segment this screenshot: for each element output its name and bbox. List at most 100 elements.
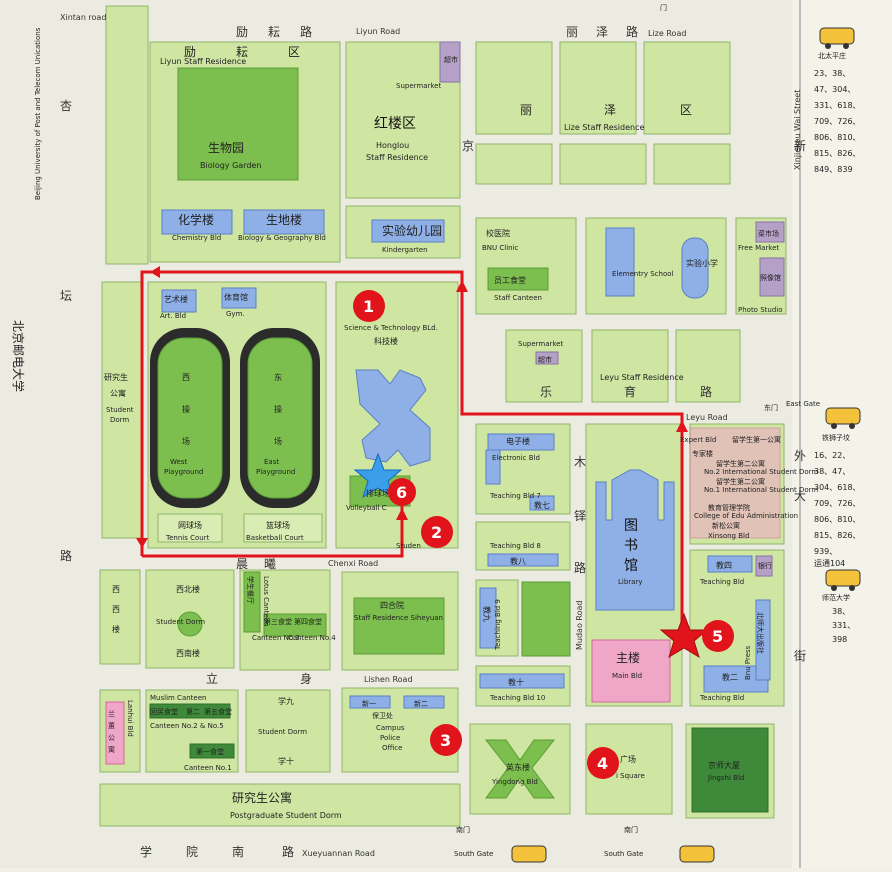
svg-text:外: 外 <box>794 449 806 463</box>
svg-text:Student Dorm: Student Dorm <box>156 618 205 626</box>
east-playground[interactable] <box>247 337 313 499</box>
road-xintan: Xintan road <box>60 13 106 22</box>
svg-text:科技楼: 科技楼 <box>374 336 398 346</box>
main-bld[interactable] <box>591 639 671 703</box>
svg-text:路: 路 <box>60 548 72 563</box>
svg-text:2: 2 <box>431 523 442 542</box>
biology-garden[interactable] <box>177 67 299 181</box>
supermarket-north[interactable] <box>439 41 461 83</box>
biogeo-bld[interactable] <box>243 209 325 235</box>
supermarket-leyu[interactable] <box>535 351 559 365</box>
svg-text:西北楼: 西北楼 <box>176 584 200 594</box>
svg-text:Teaching Bld 10: Teaching Bld 10 <box>489 694 545 702</box>
svg-text:Gym.: Gym. <box>226 310 245 318</box>
svg-text:操: 操 <box>182 404 190 414</box>
svg-text:Dorm: Dorm <box>110 416 129 424</box>
elem-school-tower[interactable] <box>681 237 709 299</box>
marker-6[interactable]: 6 <box>388 478 416 506</box>
svg-text:丽: 丽 <box>520 103 532 117</box>
svg-text:路: 路 <box>626 24 638 39</box>
marker-5[interactable]: 5 <box>702 620 734 652</box>
svg-text:超市: 超市 <box>538 355 552 364</box>
photo-studio[interactable] <box>759 257 785 297</box>
siheyuan[interactable] <box>353 597 445 655</box>
svg-text:立: 立 <box>206 671 218 686</box>
lotus-canteen[interactable] <box>243 571 261 633</box>
svg-text:BNU Clinic: BNU Clinic <box>482 244 519 252</box>
svg-text:兰: 兰 <box>108 709 115 718</box>
marker-1[interactable]: 1 <box>353 290 385 322</box>
jingshi-bld[interactable] <box>691 727 769 813</box>
svg-text:Yingdong Bld: Yingdong Bld <box>491 778 538 786</box>
tour-route <box>140 270 684 634</box>
yingdong-bld[interactable] <box>484 739 556 799</box>
svg-text:第三食堂: 第三食堂 <box>264 617 292 626</box>
marker-4[interactable]: 4 <box>587 747 619 779</box>
svg-text:超市: 超市 <box>444 55 458 64</box>
svg-text:815、826、: 815、826、 <box>814 149 861 158</box>
svg-text:路: 路 <box>574 560 586 575</box>
intl-dorms[interactable] <box>689 427 781 539</box>
sci-tech-bld[interactable] <box>355 369 431 467</box>
bupt-label: 北京邮电大学 <box>11 320 26 392</box>
leyu-residence-label: Leyu Staff Residence <box>600 373 684 382</box>
svg-text:Studen: Studen <box>396 542 421 550</box>
svg-text:806、810、: 806、810、 <box>814 133 861 142</box>
xin1-bld[interactable] <box>349 695 391 709</box>
bio-garden-label: Biology Garden <box>200 161 261 170</box>
electronic-bld[interactable] <box>487 433 555 451</box>
svg-text:员工食堂: 员工食堂 <box>494 275 526 285</box>
canteen-3-4[interactable] <box>263 613 327 637</box>
teaching-bld-7[interactable] <box>529 495 555 511</box>
svg-text:场: 场 <box>182 437 190 446</box>
art-bld[interactable] <box>161 289 197 313</box>
svg-text:菜市场: 菜市场 <box>758 229 779 238</box>
teaching-bld-8[interactable] <box>487 553 559 567</box>
svg-text:新一: 新一 <box>362 699 376 708</box>
svg-text:耘: 耘 <box>268 25 280 39</box>
xin2-bld[interactable] <box>403 695 445 709</box>
svg-text:Police: Police <box>380 734 400 742</box>
teaching-bld-4[interactable] <box>707 555 753 573</box>
svg-text:Basketball Court: Basketball Court <box>246 534 304 542</box>
chemistry-bld[interactable] <box>161 209 233 235</box>
svg-text:第五食堂: 第五食堂 <box>204 707 232 716</box>
svg-text:Staff Canteen: Staff Canteen <box>494 294 542 302</box>
svg-text:回民食堂: 回民食堂 <box>150 707 178 716</box>
teaching-bld-10[interactable] <box>479 673 565 689</box>
svg-text:南门: 南门 <box>624 825 638 834</box>
elem-school-bld[interactable] <box>605 227 635 297</box>
teaching-bld-9[interactable] <box>479 587 497 649</box>
tennis-court[interactable] <box>157 513 223 543</box>
svg-text:新: 新 <box>794 138 806 153</box>
canteen-2-5[interactable] <box>149 703 231 719</box>
svg-text:教育管理学院: 教育管理学院 <box>708 503 750 512</box>
library-bld[interactable] <box>595 469 675 611</box>
bnu-press[interactable] <box>755 599 771 681</box>
svg-text:广场: 广场 <box>620 754 636 764</box>
gym[interactable] <box>221 287 257 309</box>
svg-text:Canteen No.2 & No.5: Canteen No.2 & No.5 <box>150 722 224 730</box>
free-market[interactable] <box>755 221 785 243</box>
lanhui-bld[interactable] <box>105 701 125 765</box>
canteen-1[interactable] <box>189 743 235 759</box>
clinic-block <box>475 217 577 315</box>
kindergarten-bld[interactable] <box>371 219 445 243</box>
svg-text:排球场: 排球场 <box>366 488 390 498</box>
west-playground[interactable] <box>157 337 223 499</box>
svg-text:Playground: Playground <box>164 468 203 476</box>
svg-text:研究生: 研究生 <box>104 372 128 382</box>
svg-text:坛: 坛 <box>60 289 72 303</box>
block-west-strip <box>105 5 149 265</box>
basketball-court[interactable] <box>243 513 323 543</box>
svg-text:Chemistry Bld: Chemistry Bld <box>172 234 221 242</box>
svg-text:体育馆: 体育馆 <box>224 292 248 302</box>
svg-text:馆: 馆 <box>624 558 638 574</box>
bank[interactable] <box>755 555 773 577</box>
staff-canteen[interactable] <box>487 267 549 291</box>
marker-3[interactable]: 3 <box>430 724 462 756</box>
marker-2[interactable]: 2 <box>421 516 453 548</box>
svg-text:东门: 东门 <box>764 403 778 412</box>
svg-text:806、810、: 806、810、 <box>814 515 861 524</box>
road-leyu: Leyu Road <box>686 413 728 422</box>
